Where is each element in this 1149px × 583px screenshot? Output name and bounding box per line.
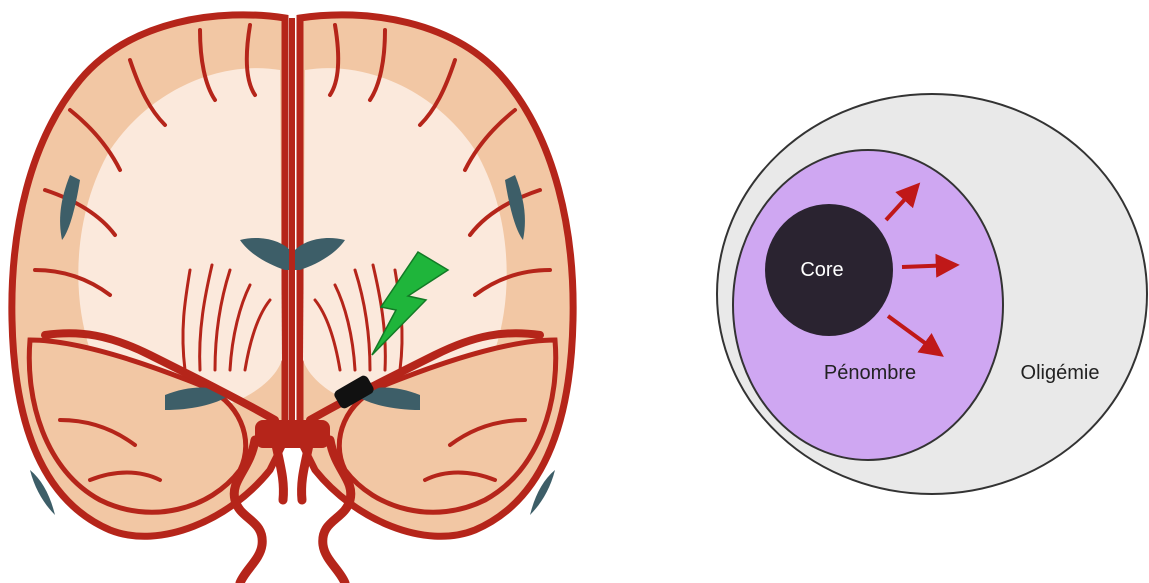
internal-carotid-arteries <box>234 440 351 583</box>
penumbra-label: Pénombre <box>824 362 916 384</box>
ischemia-zones-diagram: Core Pénombre Oligémie <box>717 94 1147 494</box>
oligemia-label: Oligémie <box>1021 362 1100 384</box>
coronal-brain-section <box>12 15 573 583</box>
expansion-arrow-right <box>902 265 955 267</box>
core-label: Core <box>800 259 843 281</box>
circle-of-willis <box>255 420 330 448</box>
